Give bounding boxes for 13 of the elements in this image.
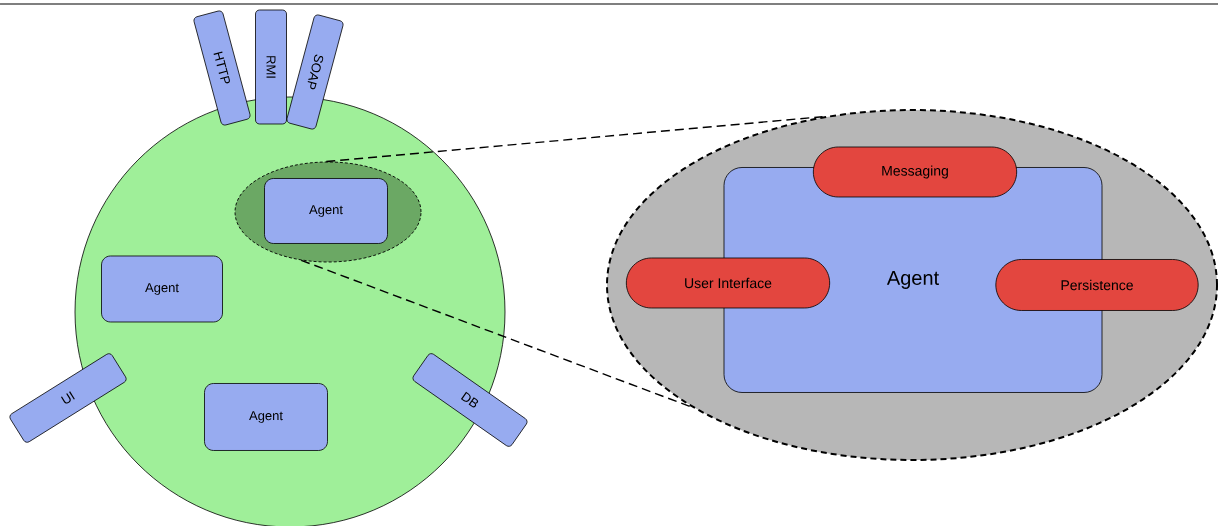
zoom-line (300, 259, 693, 408)
port-tab: SOAP (286, 14, 344, 130)
agent-box: Agent (264, 178, 388, 244)
component-pill: User Interface (625, 257, 831, 309)
port-tab: UI (9, 353, 127, 443)
component-pill: Persistence (995, 259, 1199, 311)
port-tab: DB (412, 353, 528, 447)
zoom-line (325, 116, 824, 163)
agent-box: Agent (101, 255, 223, 323)
port-tab: HTTP (193, 10, 251, 126)
agent-box: Agent (204, 383, 328, 451)
component-pill: Messaging (812, 146, 1018, 198)
port-tab: RMI (255, 9, 287, 125)
